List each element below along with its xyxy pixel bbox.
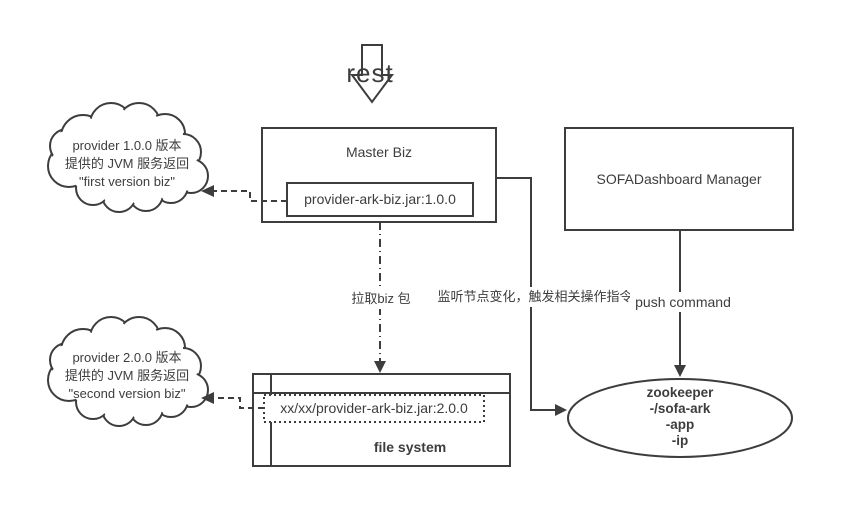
cloud-v2-line3: "second version biz" [68,386,186,401]
cloud-v1-shape [47,102,209,213]
cloud-v1-line2: 提供的 JVM 服务返回 [64,156,190,171]
edge-artifact2-to-cloud-v2 [201,392,264,409]
master-biz-artifact-box [286,182,474,217]
file-system-artifact-label: xx/xx/provider-ark-biz.jar:2.0.0 [280,400,468,417]
sofa-dashboard-box [564,127,794,231]
master-biz-artifact-label: provider-ark-biz.jar:1.0.0 [304,191,456,208]
zookeeper-node-ip: -ip [671,433,689,448]
edge-label-push-command: push command [630,292,736,312]
cloud-v2-text: provider 2.0.0 版本 提供的 JVM 服务返回 "second v… [48,349,206,403]
rest-arrow-label: rest [346,58,394,89]
master-biz-title: Master Biz [345,143,413,160]
cloud-v1-line1: provider 1.0.0 版本 [72,138,182,153]
cloud-v2-shape [47,316,209,427]
zookeeper-node-app: -app [665,417,695,432]
cloud-v1-text: provider 1.0.0 版本 提供的 JVM 服务返回 "first ve… [48,137,206,191]
file-system-title: file system [373,438,447,455]
zookeeper-text: zookeeper -/sofa-ark -app -ip [600,384,760,450]
sofa-dashboard-title: SOFADashboard Manager [596,170,762,187]
cloud-v1-line3: "first version biz" [79,174,175,189]
edge-label-pull-biz: 拉取biz 包 [332,289,430,309]
zookeeper-ellipse [567,378,793,458]
zookeeper-node-sofa-ark: -/sofa-ark [649,401,711,416]
edge-artifact1-to-cloud-v1 [201,185,287,202]
cloud-v2-line2: 提供的 JVM 服务返回 [64,368,190,383]
rest-block-arrow-icon [350,44,394,104]
edge-label-listen-node: 监听节点变化，触发相关操作指令 [427,287,643,307]
cloud-v2-line1: provider 2.0.0 版本 [72,350,182,365]
zookeeper-title: zookeeper [646,385,714,400]
